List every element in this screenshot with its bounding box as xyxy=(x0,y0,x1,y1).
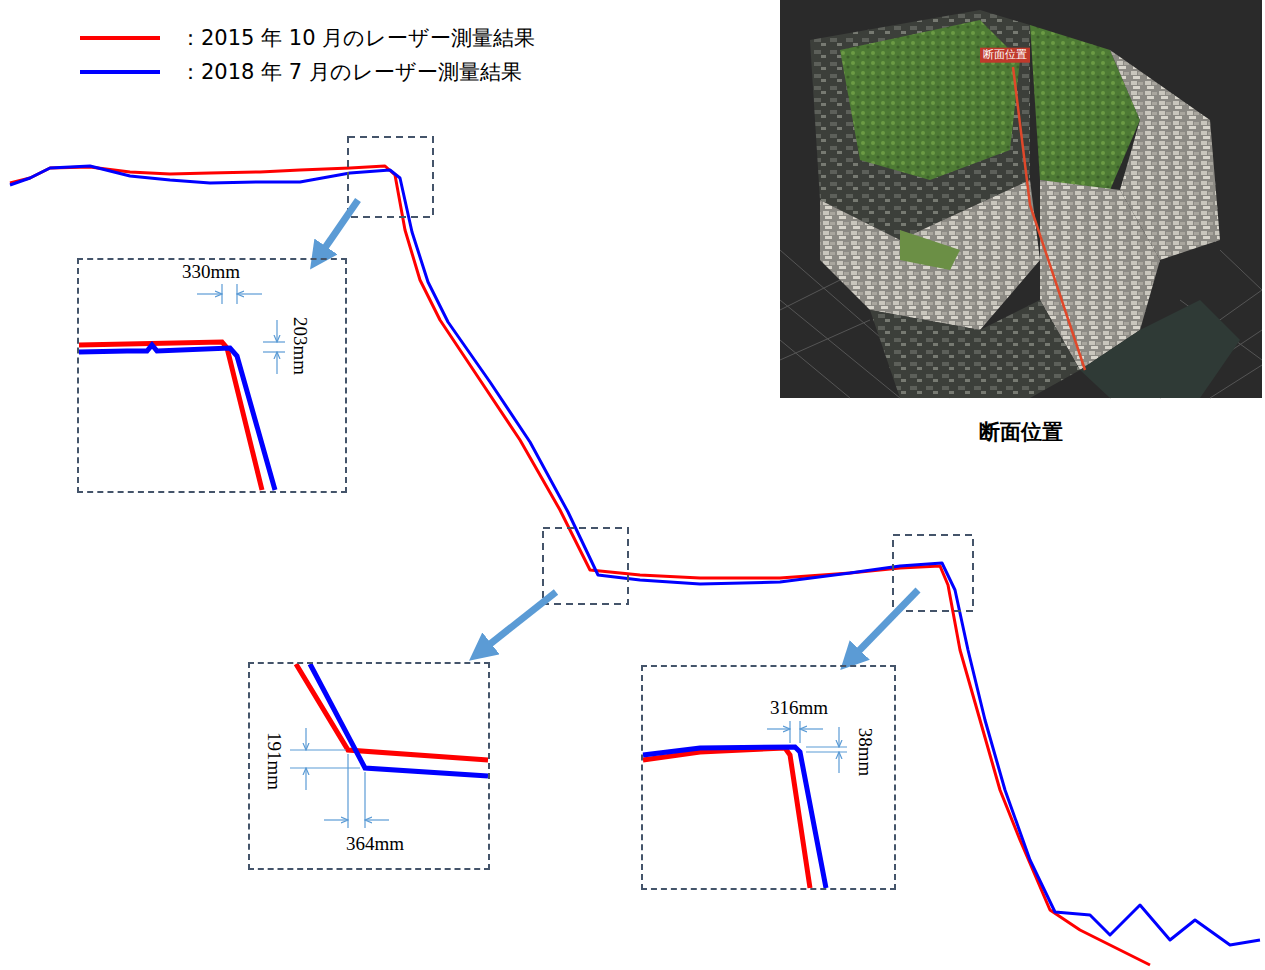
dimension-label: 364mm xyxy=(346,833,404,855)
section-marker: 断面位置 xyxy=(980,48,1030,63)
dimension-label: 38mm xyxy=(854,728,876,777)
photo-panel: 断面位置断面位置 xyxy=(780,0,1262,398)
legend-line-sample xyxy=(80,36,160,40)
dimension-label: 316mm xyxy=(770,697,828,719)
zoom-inset: 330mm 203mm xyxy=(77,258,347,493)
dimension-label: 330mm xyxy=(182,261,240,283)
photo-caption: 断面位置 xyxy=(979,420,1063,444)
zoom-inset: 316mm 38mm xyxy=(641,665,896,890)
dimension-label: 203mm xyxy=(289,317,311,375)
legend-text: ：2018 年 7 月のレーザー測量結果 xyxy=(180,57,522,87)
dimension-label: 191mm xyxy=(263,732,285,790)
legend-line-sample xyxy=(80,70,160,74)
point-cloud-photo xyxy=(780,0,1262,398)
zoom-inset: 191mm 364mm xyxy=(248,662,490,870)
legend-text: ：2015 年 10 月のレーザー測量結果 xyxy=(180,23,535,53)
